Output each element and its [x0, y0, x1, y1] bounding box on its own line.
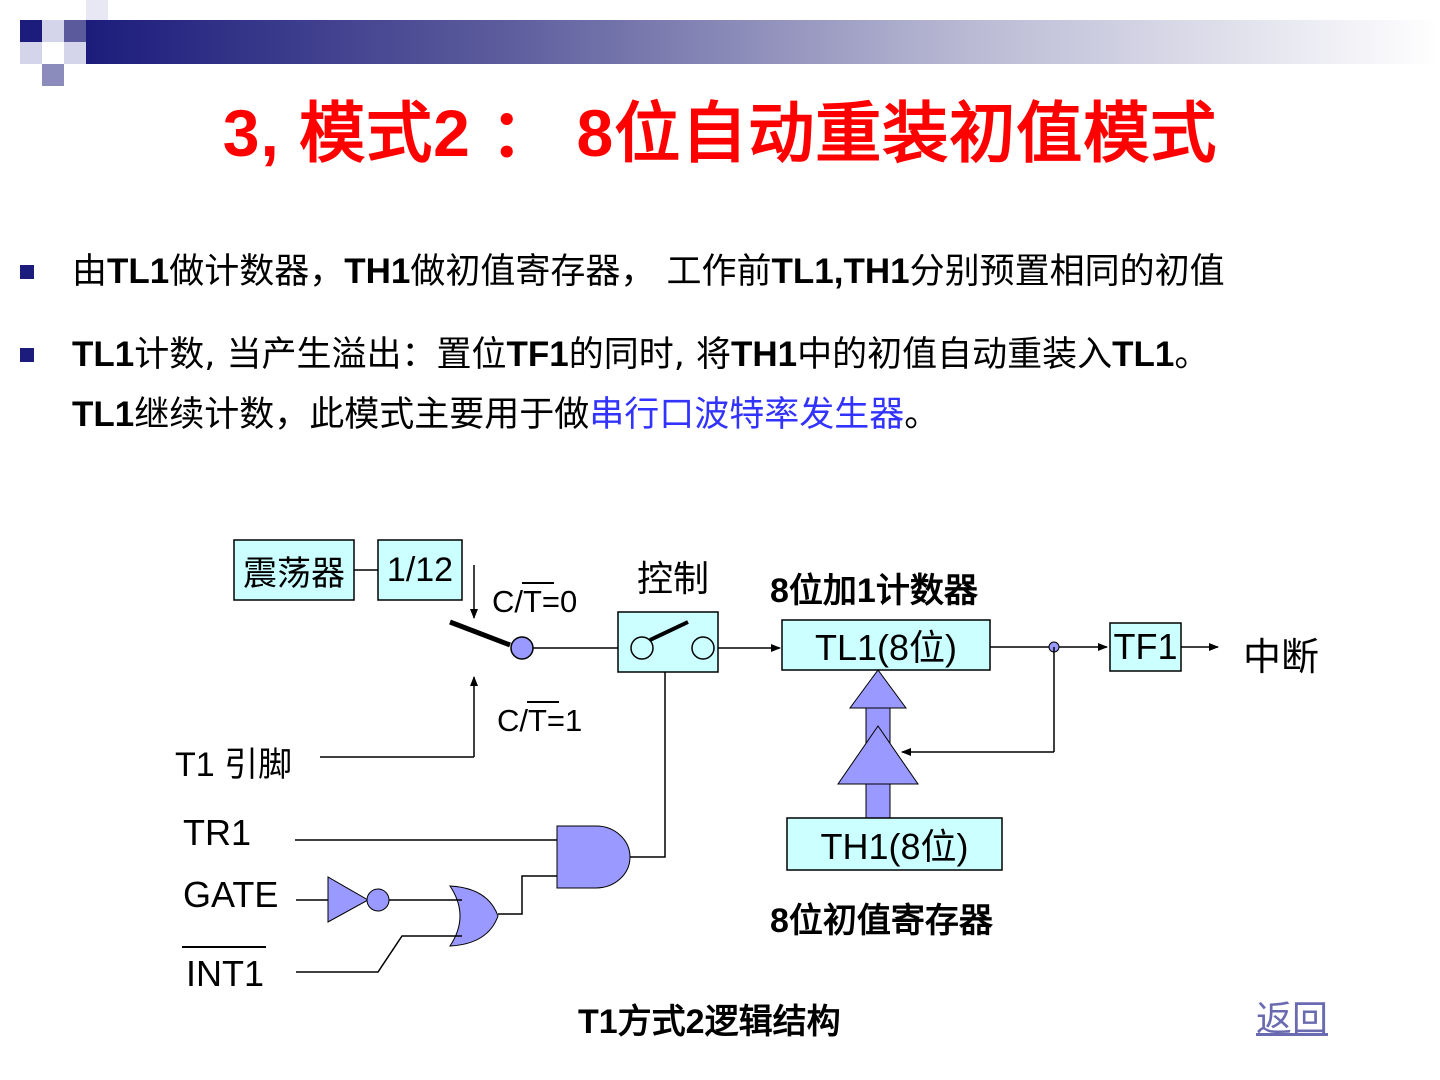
not-gate: [327, 876, 370, 923]
text-run: TL1: [72, 335, 135, 374]
bullet-marker: [20, 265, 34, 279]
text-run: 串行口波特率发生器: [589, 395, 905, 435]
text-run: 做计数器，: [169, 252, 345, 292]
and-gate: [556, 825, 631, 889]
wire: [630, 672, 666, 858]
oscillator-box: [233, 539, 355, 601]
bullet-1: 由TL1做计数器，TH1做初值寄存器， 工作前TL1,TH1分别预置相同的初值: [72, 241, 1225, 303]
text-run: TL1: [107, 252, 170, 291]
control-label: 控制: [637, 558, 710, 599]
text-run: TL1: [72, 395, 135, 434]
text-run: TH1: [344, 252, 411, 291]
switch-contact: [510, 636, 534, 660]
text-run: TL1: [1112, 335, 1175, 374]
ct1-label: C/T=1: [497, 703, 583, 738]
tl1-label: TL1(8位): [814, 627, 958, 668]
counter-caption: 8位加1计数器: [770, 572, 978, 610]
tl1-box: [781, 619, 991, 671]
header-square: [20, 20, 42, 42]
bullet-2-line-2: TL1继续计数，此模式主要用于做串行口波特率发生器。: [72, 384, 939, 446]
ct0-label: C/T=0: [492, 584, 578, 619]
bullet-2-line-1: TL1计数, 当产生溢出：置位TF1的同时, 将TH1中的初值自动重装入TL1。: [72, 324, 1209, 386]
text-run: TF1: [506, 335, 569, 374]
header-square: [42, 20, 64, 42]
register-caption: 8位初值寄存器: [770, 902, 993, 940]
tr1-label: TR1: [183, 812, 252, 853]
int1-label: INT1: [186, 953, 265, 994]
diagram-caption: T1方式2逻辑结构: [578, 1003, 841, 1041]
header-square: [64, 20, 86, 42]
bullet-marker: [20, 348, 34, 362]
text-run: 。: [1174, 335, 1210, 375]
control-switch-box: [617, 611, 719, 673]
oscillator-label: 震荡器: [243, 554, 345, 593]
tf1-label: TF1: [1113, 626, 1178, 667]
text-run: 。: [904, 395, 940, 435]
page-title: 3, 模式2 ： 8位自动重装初值模式: [222, 96, 1218, 170]
text-run: 做初值寄存器， 工作前: [410, 252, 772, 292]
overline-bar: [527, 701, 559, 703]
header-square: [64, 42, 86, 64]
text-run: 中的初值自动重装入: [797, 335, 1113, 375]
header-square: [20, 42, 42, 64]
text-run: 由: [72, 252, 108, 292]
text-run: 继续计数，此模式主要用于做: [134, 395, 590, 435]
not-bubble: [366, 888, 390, 912]
text-run: TL1,TH1: [771, 252, 910, 291]
reload-arrowhead: [849, 669, 907, 709]
reload-gate: [837, 725, 919, 785]
or-gate: [449, 885, 499, 947]
divider-box: [377, 539, 463, 601]
header-square: [42, 64, 64, 86]
header-band: [86, 20, 1440, 64]
overline-bar: [182, 946, 266, 948]
tf1-box: [1109, 622, 1182, 672]
t1-pin-label: T1 引脚: [175, 746, 293, 784]
return-link[interactable]: 返回: [1256, 999, 1329, 1040]
header-square: [86, 0, 108, 20]
wire: [296, 935, 462, 973]
gate-label: GATE: [183, 874, 279, 915]
divider-label: 1/12: [386, 550, 454, 589]
th1-box: [786, 817, 1003, 871]
overline-bar: [522, 582, 554, 584]
text-run: 计数, 当产生溢出：置位: [134, 335, 507, 375]
text-run: TH1: [731, 335, 798, 374]
wire: [498, 875, 557, 915]
text-run: 分别预置相同的初值: [909, 252, 1225, 292]
th1-label: TH1(8位): [820, 826, 969, 867]
switch-lever: [449, 619, 511, 648]
interrupt-label: 中断: [1243, 637, 1320, 679]
text-run: 的同时, 将: [568, 335, 731, 375]
